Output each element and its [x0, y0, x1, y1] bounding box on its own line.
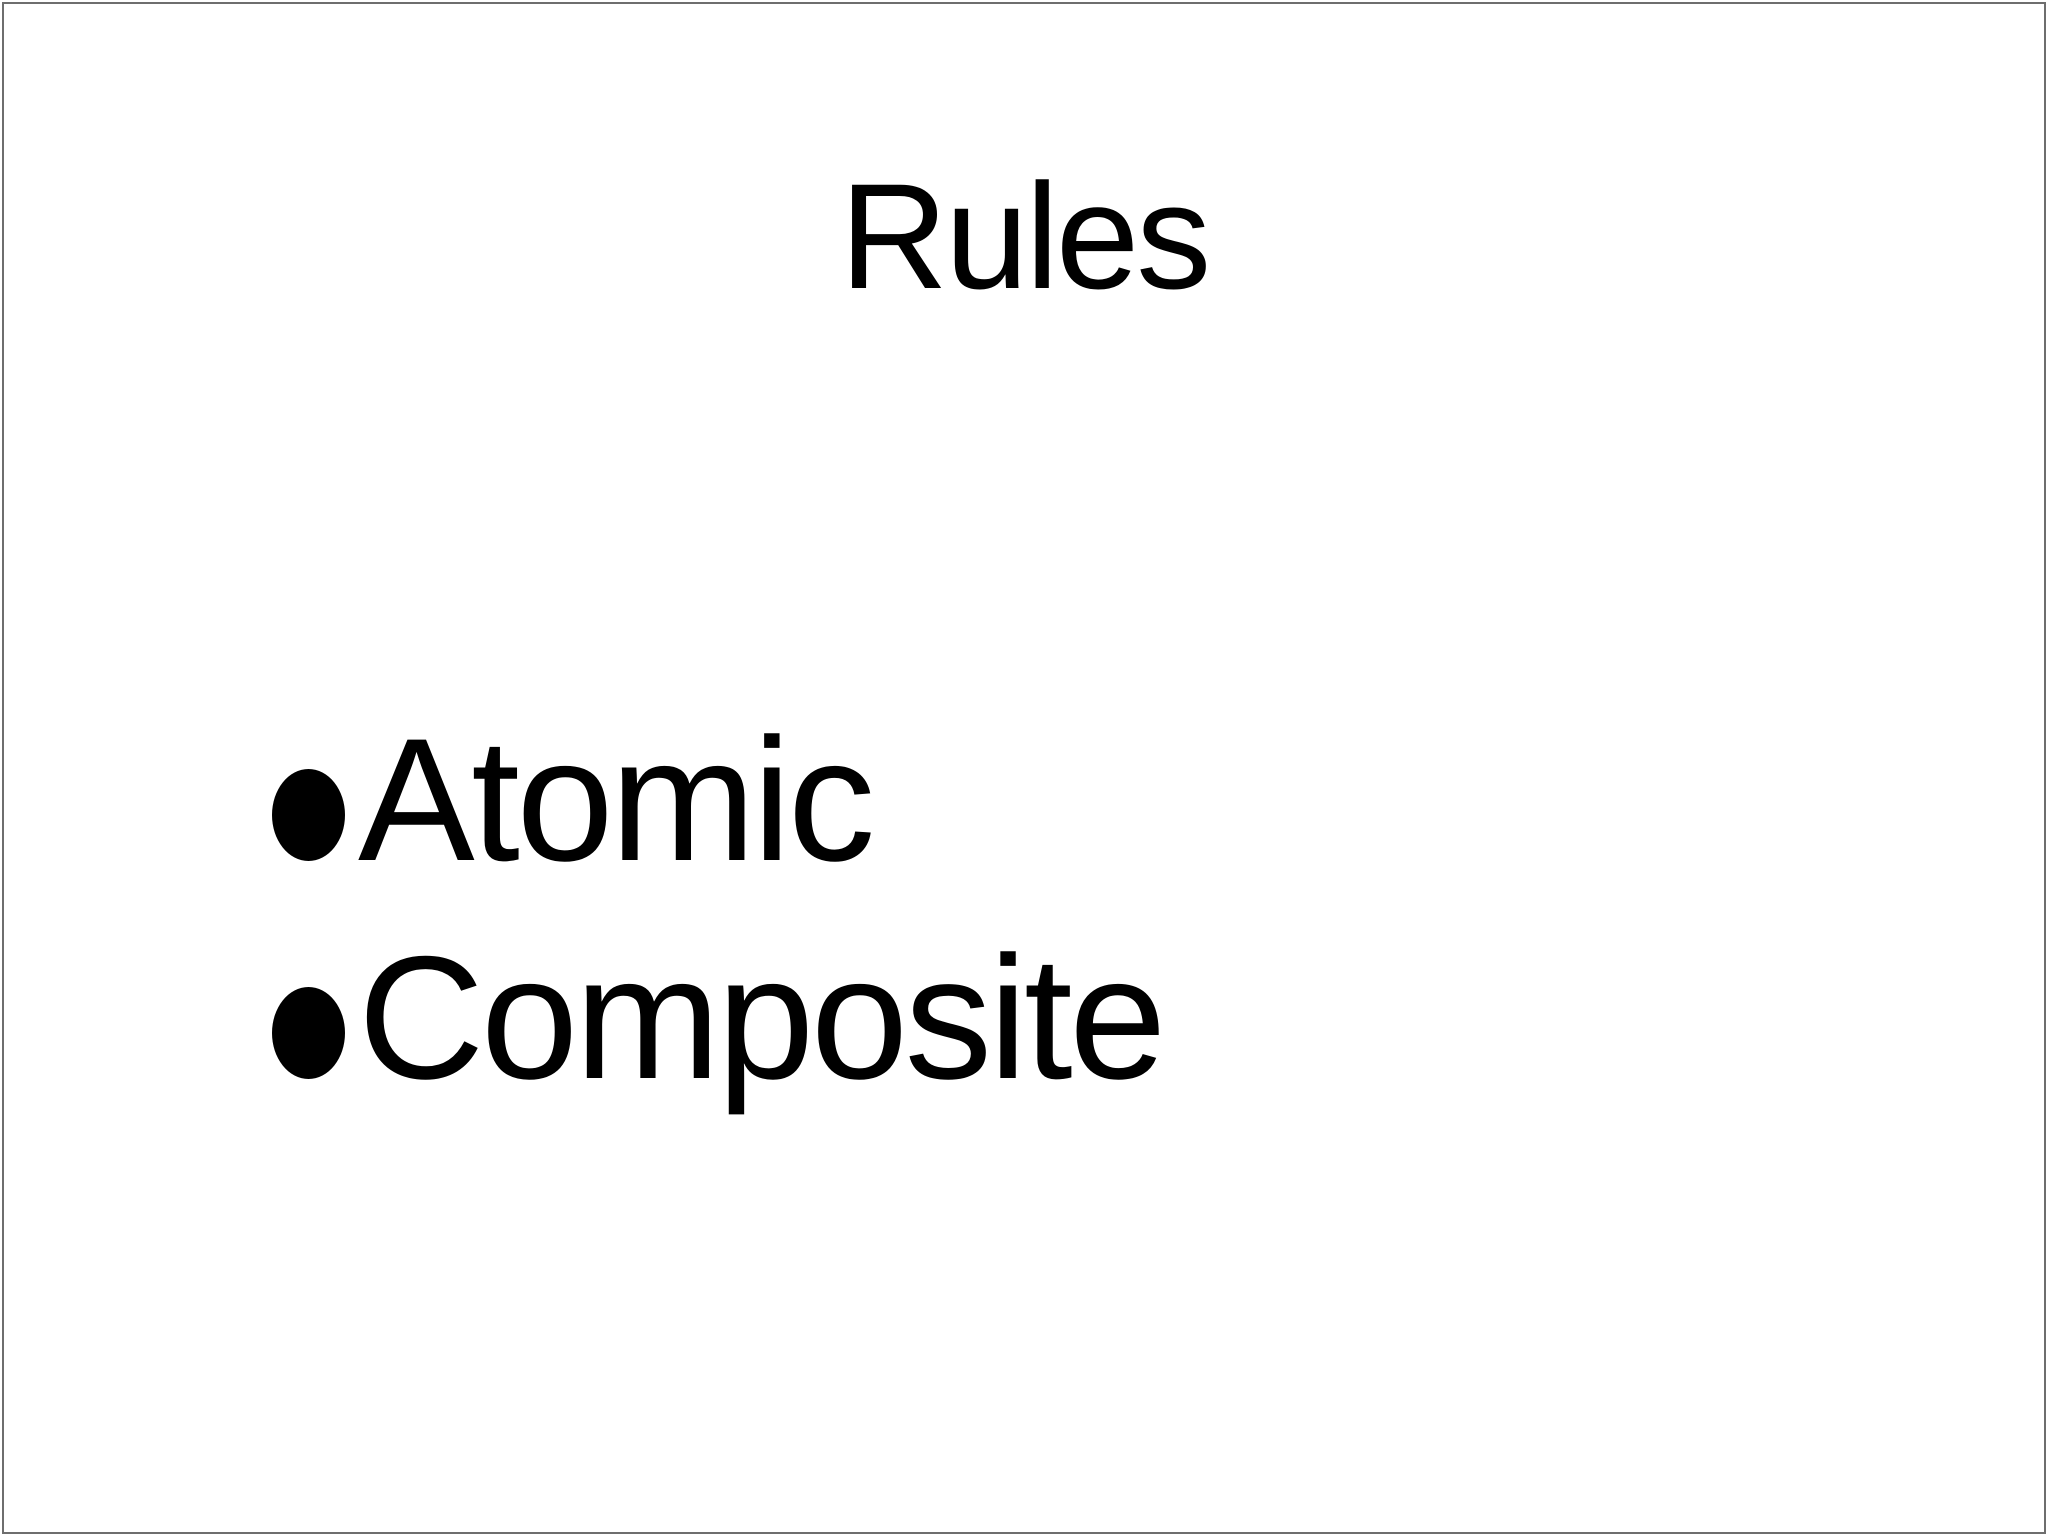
slide-title: Rules [839, 152, 1212, 320]
bullet-label: Atomic [358, 703, 875, 898]
bullet-icon [272, 987, 345, 1079]
bullet-item-composite: Composite [272, 910, 1166, 1129]
bullet-icon [272, 769, 345, 861]
bullet-label: Composite [358, 921, 1166, 1116]
bullet-item-atomic: Atomic [272, 692, 875, 911]
